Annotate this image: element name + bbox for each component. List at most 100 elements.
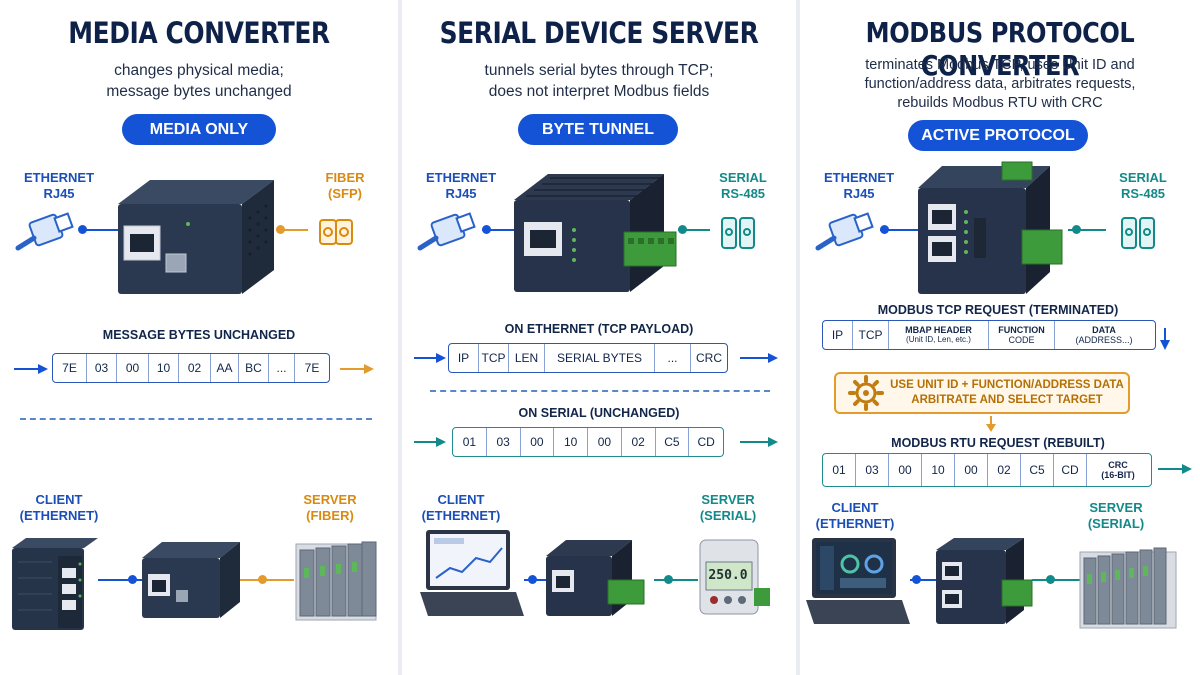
- frame-cell: MBAP HEADER(Unit ID, Len, etc.): [889, 321, 989, 349]
- frame-cell: IP: [823, 321, 853, 349]
- right-port-label: FIBER(SFP): [325, 170, 365, 201]
- arrow-down-icon: [1160, 328, 1170, 350]
- byte-cell: 00: [955, 454, 988, 486]
- frame-cell: IP: [449, 344, 479, 372]
- client-label: CLIENT(ETHERNET): [19, 492, 99, 523]
- byte-cell: 03: [87, 354, 117, 382]
- byte-cell: 10: [554, 428, 588, 456]
- rtu-caption: MODBUS RTU REQUEST (REBUILT): [891, 436, 1105, 450]
- connector-dot: [78, 225, 87, 234]
- panel-subtitle: terminates Modbus TCP, uses Unit ID and …: [864, 57, 1136, 111]
- arrow-right-icon: [740, 353, 778, 363]
- byte-cell: 03: [856, 454, 889, 486]
- byte-cell: 7E: [304, 361, 320, 375]
- panel-media-converter: MEDIA CONVERTER changes physical media; …: [0, 0, 398, 675]
- ethernet-plug-icon: [15, 212, 74, 251]
- arrow-right-icon: [414, 353, 446, 363]
- server-label: SERVER(SERIAL): [699, 492, 757, 523]
- arrow-right-icon: [740, 437, 778, 447]
- byte-cell: 7E: [53, 354, 87, 382]
- bytes-caption: MESSAGE BYTES UNCHANGED: [102, 328, 296, 342]
- connector-line: [1068, 229, 1106, 231]
- connector-dot: [258, 575, 267, 584]
- connector-dot: [276, 225, 285, 234]
- modbus-converter-device: [936, 538, 1033, 624]
- byte-cell: C5: [1021, 454, 1054, 486]
- connector-dot: [1072, 225, 1081, 234]
- serial-caption: ON SERIAL (UNCHANGED): [518, 406, 680, 420]
- client-laptop: [420, 530, 524, 616]
- serial-device-server: [514, 174, 677, 292]
- connector-dot: [1046, 575, 1055, 584]
- byte-cell: 00: [117, 354, 149, 382]
- serial-plug-icon: [721, 217, 755, 249]
- connector-dot: [912, 575, 921, 584]
- panel-subtitle: changes physical media; message bytes un…: [106, 62, 292, 100]
- client-label: CLIENT(ETHERNET): [421, 492, 501, 523]
- byte-cell: BC: [239, 354, 269, 382]
- panel-title: MEDIA CONVERTER: [68, 16, 330, 50]
- frame-cell-sublabel: CODE: [1008, 335, 1035, 345]
- byte-cell: 00: [588, 428, 622, 456]
- tcp-caption: MODBUS TCP REQUEST (TERMINATED): [877, 303, 1119, 317]
- byte-cell: AA: [211, 354, 239, 382]
- connector-line: [80, 229, 120, 231]
- section-divider: [20, 418, 372, 420]
- ethernet-plug-icon: [815, 212, 874, 251]
- connector-line: [240, 579, 294, 581]
- frame-cell: TCP: [853, 321, 889, 349]
- byte-cell: 03: [487, 428, 521, 456]
- fiber-plug-icon: [319, 219, 353, 245]
- serial-plug-icon: [1121, 217, 1155, 249]
- ethernet-caption: ON ETHERNET (TCP PAYLOAD): [504, 322, 694, 336]
- byte-cell: 01: [823, 454, 856, 486]
- mode-badge: MEDIA ONLY: [122, 114, 276, 145]
- connector-dot: [678, 225, 687, 234]
- frame-cell-label: IP: [831, 328, 844, 342]
- byte-cell: 00: [521, 428, 555, 456]
- panel-modbus-protocol-converter: MODBUS PROTOCOL CONVERTER terminates Mod…: [800, 0, 1200, 675]
- crc-cell-label: CRC: [1108, 460, 1128, 470]
- byte-cell: C5: [656, 428, 690, 456]
- byte-cell: 01: [453, 428, 487, 456]
- connector-line: [880, 229, 920, 231]
- client-switch-device: [12, 538, 98, 630]
- byte-cell: 10: [149, 354, 179, 382]
- connector-line: [482, 229, 516, 231]
- frame-cell: TCP: [479, 344, 509, 372]
- mode-badge: BYTE TUNNEL: [518, 114, 678, 145]
- media-converter-device: [142, 542, 240, 618]
- media-converter-device: [118, 180, 274, 294]
- connector-dot: [528, 575, 537, 584]
- panel-divider: [796, 0, 800, 675]
- connector-dot: [880, 225, 889, 234]
- panel-divider: [398, 0, 402, 675]
- frame-cell-sublabel: (ADDRESS...): [1075, 335, 1133, 345]
- byte-cell: CD: [1054, 454, 1087, 486]
- arrow-right-icon: [414, 437, 446, 447]
- frame-cell: SERIAL BYTES: [545, 344, 655, 372]
- frame-cell: ...: [655, 344, 691, 372]
- connector-dot: [128, 575, 137, 584]
- byte-cell: 10: [922, 454, 955, 486]
- byte-cell: 00: [889, 454, 922, 486]
- connector-dot: [664, 575, 673, 584]
- client-laptop: [806, 538, 910, 624]
- server-plc-device: [295, 541, 377, 621]
- connector-line: [678, 229, 710, 231]
- arrow-down-icon: [986, 416, 996, 432]
- frame-cell-label: MBAP HEADER: [905, 325, 972, 335]
- byte-cell: CD: [697, 435, 715, 449]
- client-label: CLIENT(ETHERNET): [815, 500, 895, 531]
- frame-cell: CRC: [696, 351, 722, 365]
- connector-dot: [482, 225, 491, 234]
- byte-cell: 02: [179, 354, 211, 382]
